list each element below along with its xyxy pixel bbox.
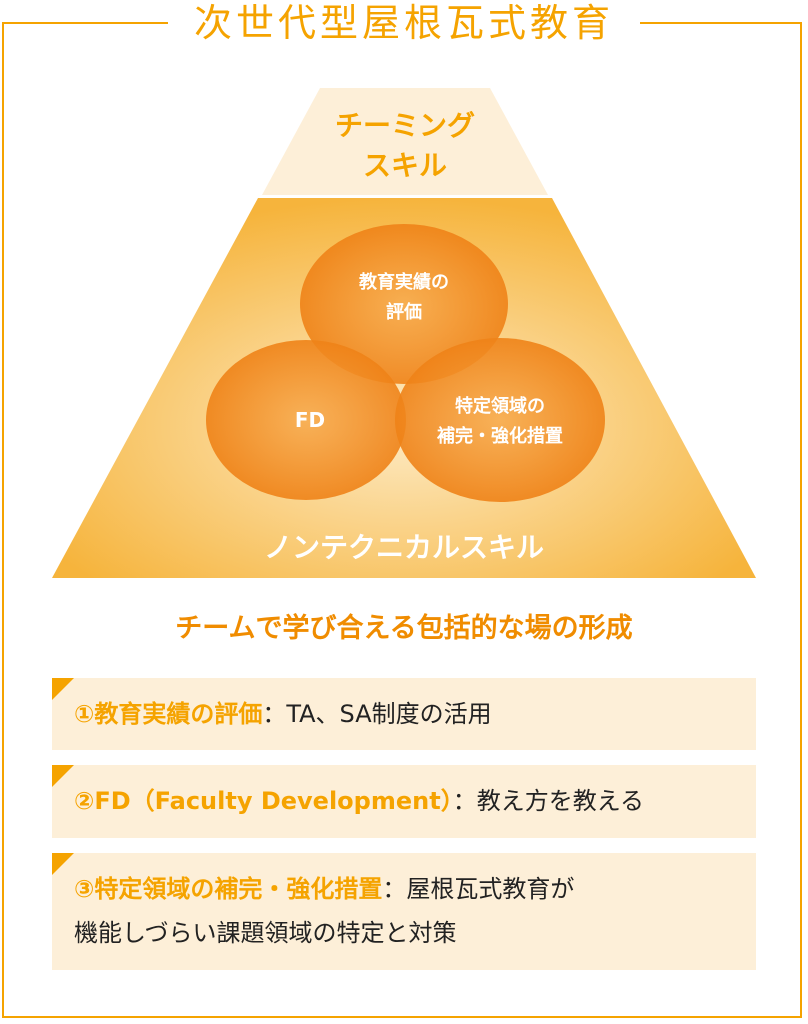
circle-fd (206, 340, 406, 500)
item-3-body: ：屋根瓦式教育が (382, 875, 575, 903)
pyramid-diagram (52, 88, 756, 578)
non-technical-skill-label: ノンテクニカルスキル (263, 531, 544, 564)
top-tier (262, 88, 548, 195)
circle-fd-label: FD (294, 408, 326, 432)
title-text: 次世代型屋根瓦式教育 (167, 0, 640, 46)
item-1: ①教育実績の評価：TA、SA制度の活用 (52, 678, 756, 750)
item-3-head: ③特定領域の補完・強化措置 (74, 875, 383, 903)
teaming-skill-label: チーミング スキル (262, 106, 548, 186)
page-title: 次世代型屋根瓦式教育 (0, 0, 808, 46)
item-3: ③特定領域の補完・強化措置：屋根瓦式教育が 機能しづらい課題領域の特定と対策 (52, 853, 756, 970)
top-label-line1: チーミング (334, 109, 475, 142)
item-2-body: ：教え方を教える (452, 787, 644, 815)
circle-right-line2: 補完・強化措置 (437, 426, 563, 447)
circle-evaluation (300, 224, 508, 384)
subtitle: チームで学び合える包括的な場の形成 (175, 613, 633, 644)
item-2: ②FD（Faculty Development）：教え方を教える (52, 765, 756, 838)
top-label-line2: スキル (362, 149, 447, 182)
circle-specific-area (395, 338, 605, 502)
circle-evaluation-label: 教育実績の 評価 (304, 268, 504, 328)
circle-top-line1: 教育実績の (359, 272, 449, 293)
circle-specific-label: 特定領域の 補完・強化措置 (400, 392, 600, 452)
item-1-head: ①教育実績の評価 (74, 700, 263, 728)
item-1-body: ：TA、SA制度の活用 (262, 700, 492, 728)
circle-top-line2: 評価 (386, 302, 422, 323)
circle-right-line1: 特定領域の (455, 396, 545, 417)
item-3-body-line2: 機能しづらい課題領域の特定と対策 (74, 919, 457, 947)
item-2-head: ②FD（Faculty Development） (74, 787, 453, 815)
